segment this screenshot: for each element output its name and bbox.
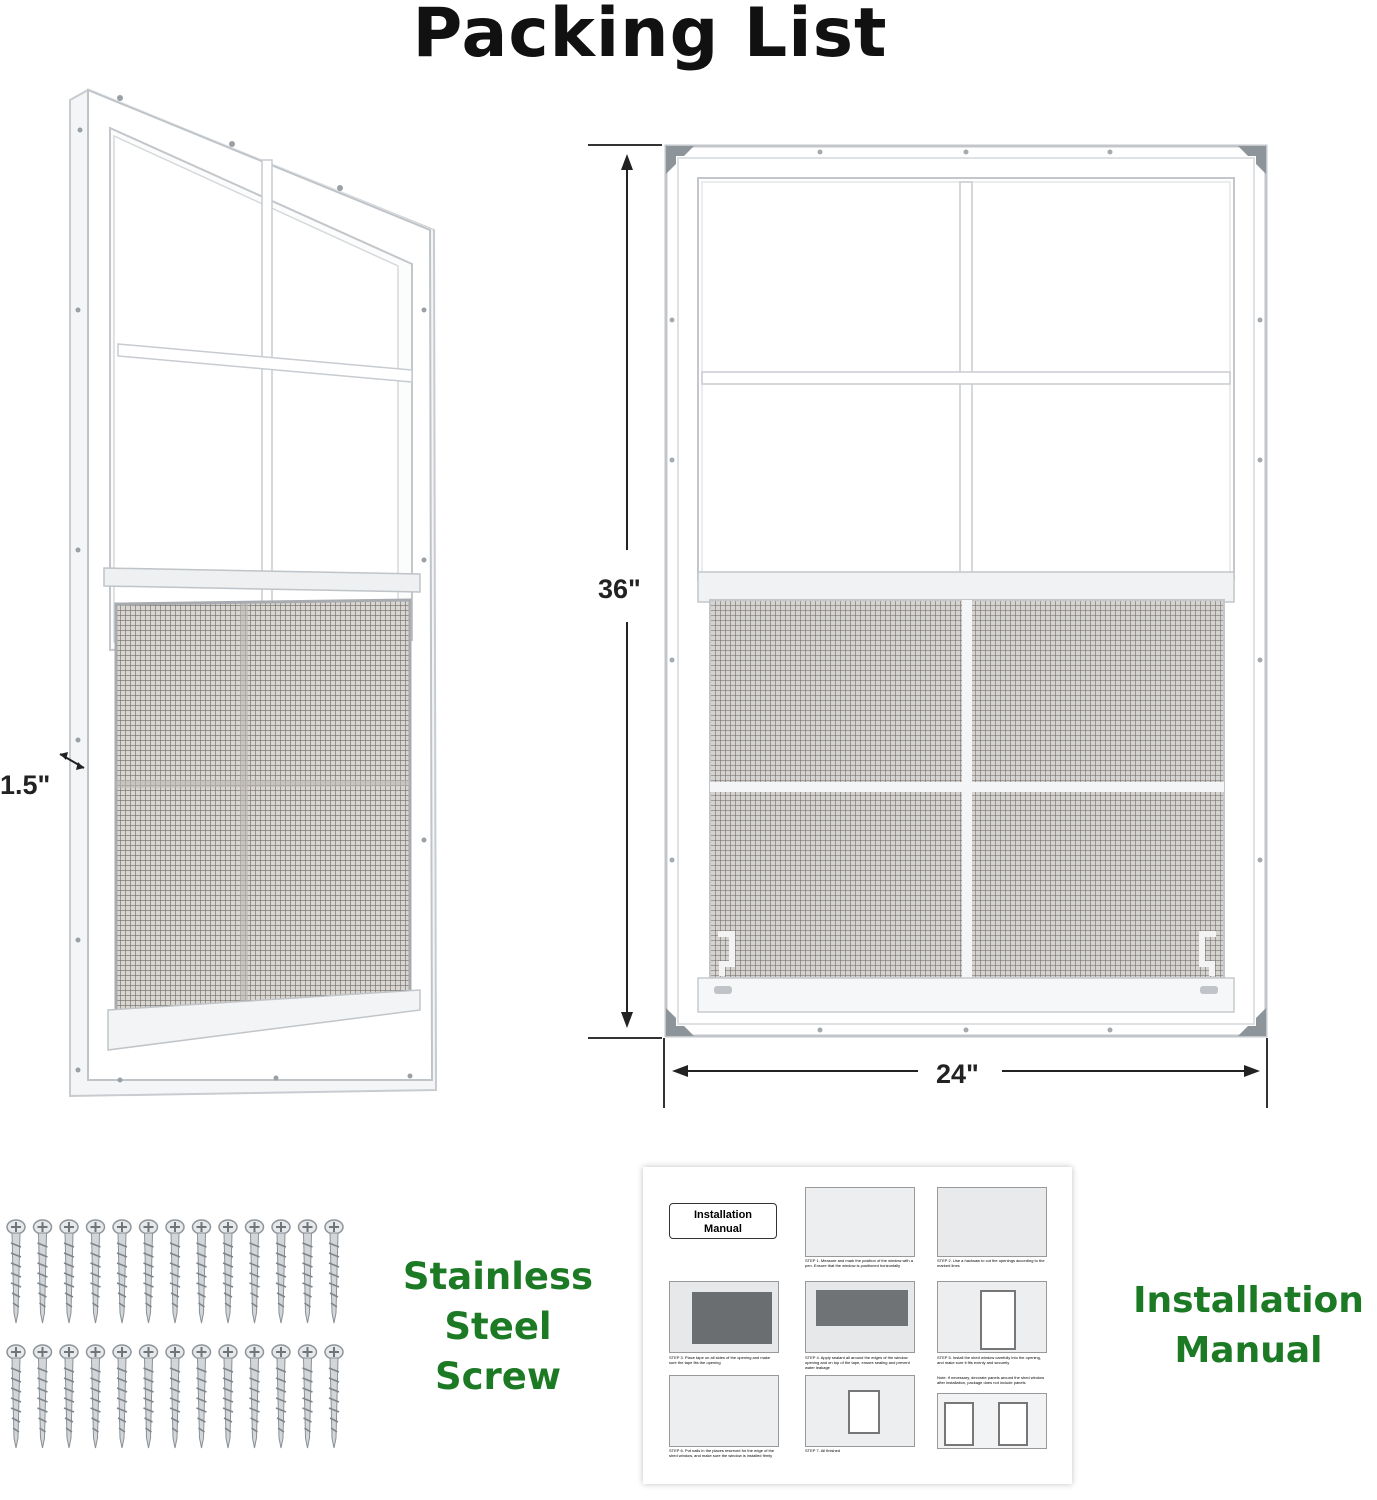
screw-icon [59, 1344, 79, 1449]
screws-label: Stainless Steel Screw [390, 1252, 606, 1402]
step7-text: STEP 7. All finished [805, 1448, 841, 1453]
manual-card-title: Installation Manual [669, 1203, 777, 1239]
screw-icon [6, 1344, 26, 1449]
screws-group [6, 1219, 344, 1449]
installation-manual-card: Installation Manual STEP 1. Measure and … [643, 1167, 1072, 1484]
width-dimension-label: 24" [936, 1059, 979, 1089]
screw-icon [244, 1344, 265, 1449]
step5-image [937, 1281, 1047, 1353]
step2-text: STEP 2. Use a hacksaw to cut the opening… [937, 1258, 1045, 1268]
depth-dimension-label: 1.5" [0, 770, 51, 800]
screws-label-line1: Stainless [402, 1255, 594, 1298]
step1-text: STEP 1. Measure and mark the position of… [805, 1258, 913, 1268]
screw-icon [138, 1344, 159, 1449]
note-image [937, 1393, 1047, 1449]
manual-label: Installation Manual [1120, 1276, 1377, 1376]
screw-icon [324, 1344, 344, 1449]
step6-text: STEP 6. Put nails in the places reserved… [669, 1448, 775, 1458]
screw-icon [112, 1344, 132, 1449]
window-front-view [588, 144, 1268, 1108]
screw-icon [191, 1219, 212, 1324]
step6-image [669, 1375, 779, 1447]
window-angled-view [59, 88, 438, 1098]
step4-text: STEP 4. Apply sealant all around the edg… [805, 1355, 910, 1370]
screws-label-line2: Steel [444, 1305, 552, 1348]
manual-label-line1: Installation [1133, 1280, 1364, 1321]
height-dimension-label: 36" [598, 574, 641, 604]
screw-icon [112, 1219, 132, 1324]
screw-icon [32, 1344, 53, 1449]
screw-icon [244, 1219, 265, 1324]
step3-image [669, 1281, 779, 1353]
page-title: Packing List [412, 0, 888, 73]
screw-icon [32, 1219, 53, 1324]
screw-icon [191, 1344, 212, 1449]
screw-icon [297, 1219, 318, 1324]
screw-icon [324, 1219, 344, 1324]
manual-label-line2: Manual [1174, 1330, 1323, 1371]
step4-image [805, 1281, 915, 1353]
manual-card-title-line1: Installation [693, 1209, 753, 1221]
screw-icon [165, 1344, 185, 1449]
step2-image [937, 1187, 1047, 1257]
screw-icon [218, 1219, 238, 1324]
manual-card-title-line2: Manual [704, 1223, 742, 1235]
screw-icon [138, 1219, 159, 1324]
screw-icon [85, 1344, 106, 1449]
note-text: Note: If necessary, decorate panels arou… [937, 1375, 1045, 1385]
screw-icon [297, 1344, 318, 1449]
step3-text: STEP 3. Place tape on all sides of the o… [669, 1355, 771, 1365]
step1-image [805, 1187, 915, 1257]
screw-icon [165, 1219, 185, 1324]
screw-icon [218, 1344, 238, 1449]
screw-icon [271, 1219, 291, 1324]
screw-icon [271, 1344, 291, 1449]
step5-text: STEP 5. Install the shed window carefull… [937, 1355, 1041, 1365]
screw-icon [85, 1219, 106, 1324]
screws-label-line3: Screw [434, 1355, 562, 1398]
screw-icon [59, 1219, 79, 1324]
step7-image [805, 1375, 915, 1447]
screw-icon [6, 1219, 26, 1324]
